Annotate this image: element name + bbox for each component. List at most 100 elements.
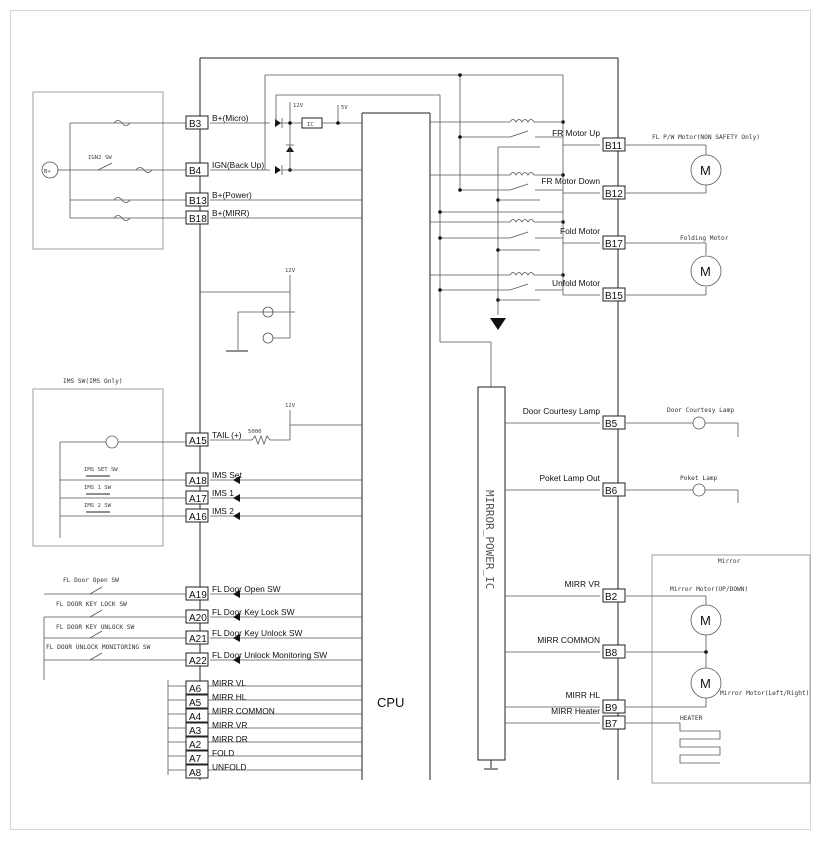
ims-sw-box-label: IMS SW(IMS Only) bbox=[63, 378, 123, 385]
pin-id: A2 bbox=[189, 740, 202, 751]
pin-label: MIRR COMMON bbox=[537, 635, 600, 645]
pin-id: A22 bbox=[189, 656, 207, 667]
mirror-motor-lr-label: Mirror Motor(Left/Right) bbox=[720, 690, 809, 697]
pin-id: B4 bbox=[189, 166, 202, 177]
ims-switch-box: IMS SW(IMS Only) IMS SET SW IMS 1 SW IMS… bbox=[32, 378, 186, 547]
pin-id: B2 bbox=[605, 592, 618, 603]
cpu-label: CPU bbox=[377, 695, 404, 710]
left-pin-a4: A4 MIRR COMMON bbox=[185, 706, 275, 723]
v12-label-mid: 12V bbox=[285, 268, 296, 274]
pin-id: B11 bbox=[605, 141, 622, 152]
pin-id: A20 bbox=[189, 613, 207, 624]
v5-label: 5V bbox=[341, 105, 348, 111]
pin-id: B18 bbox=[189, 214, 207, 225]
pin-label: MIRR VR bbox=[565, 579, 600, 589]
left-pin-a19: A19 FL Door Open SW bbox=[185, 584, 281, 601]
pin-label: MIRR HL bbox=[212, 692, 247, 702]
folding-motor-label: Folding Motor bbox=[680, 235, 729, 242]
pin-id: A21 bbox=[189, 634, 207, 645]
ic-box-label: IC bbox=[307, 122, 314, 128]
fuse-box: B+ IGN2 SW bbox=[32, 91, 186, 250]
pin-label: FOLD bbox=[212, 748, 234, 758]
right-pin-b8: B8 MIRR COMMON bbox=[537, 635, 626, 659]
mirror-motor-lr-symbol: M bbox=[700, 676, 711, 691]
pin-label: UNFOLD bbox=[212, 762, 246, 772]
folding-motor-symbol: M bbox=[700, 264, 711, 279]
pin-id: B15 bbox=[605, 291, 623, 302]
pin-id: A18 bbox=[189, 476, 207, 487]
left-pin-a16: A16 IMS 2 bbox=[185, 506, 234, 523]
pin-label: FL Door Key Lock SW bbox=[212, 607, 295, 617]
pin-id: A16 bbox=[189, 512, 207, 523]
pin-id: A4 bbox=[189, 712, 202, 723]
pin-label: FL Door Open SW bbox=[212, 584, 281, 594]
ims-set-sw-label: IMS SET SW bbox=[84, 467, 118, 473]
ims2-sw-label: IMS 2 SW bbox=[84, 503, 112, 509]
heater-label: HEATER bbox=[680, 715, 703, 722]
fl-door-key-unlock-sw-label: FL DOOR KEY UNLOCK SW bbox=[56, 624, 135, 631]
resistor-label: 5000 bbox=[248, 429, 261, 435]
pin-id: B17 bbox=[605, 239, 623, 250]
power-section: 12V 5V IC bbox=[264, 73, 565, 387]
left-pin-a3: A3 MIRR VR bbox=[185, 720, 247, 737]
right-feed-lines bbox=[505, 144, 600, 724]
left-pin-a18: A18 IMS Set bbox=[185, 470, 242, 487]
pin-label: Unfold Motor bbox=[552, 278, 600, 288]
fl-pw-motor-label: FL P/W Motor(NON SAFETY Only) bbox=[652, 134, 760, 141]
pin-id: B5 bbox=[605, 419, 618, 430]
pin-label: TAIL (+) bbox=[212, 430, 242, 440]
indicator-lamps: 12V bbox=[200, 268, 296, 352]
pin-label: MIRR DR bbox=[212, 734, 248, 744]
left-pin-a6: A6 MIRR VL bbox=[185, 678, 246, 695]
pin-label: Poket Lamp Out bbox=[539, 473, 600, 483]
right-pin-b5: B5 Door Courtesy Lamp bbox=[523, 406, 626, 430]
external-devices: FL P/W Motor(NON SAFETY Only) M Folding … bbox=[626, 134, 811, 784]
left-pin-a21: A21 FL Door Key Unlock SW bbox=[185, 628, 303, 645]
pin-id: A7 bbox=[189, 754, 202, 765]
left-pin-a8: A8 UNFOLD bbox=[185, 762, 246, 779]
pin-label: MIRR COMMON bbox=[212, 706, 275, 716]
v12-label-top: 12V bbox=[293, 103, 304, 109]
pin-label: IMS 1 bbox=[212, 488, 234, 498]
mirror-power-ic: MIRROR_POWER_IC bbox=[477, 386, 506, 770]
pin-label: MIRR VR bbox=[212, 720, 247, 730]
left-pin-a15: A15 TAIL (+) bbox=[185, 430, 242, 447]
pin-id: B6 bbox=[605, 486, 618, 497]
pin-id: A6 bbox=[189, 684, 202, 695]
pin-label: FR Motor Down bbox=[541, 176, 600, 186]
pin-id: A3 bbox=[189, 726, 202, 737]
door-courtesy-lamp-label: Door Courtesy Lamp bbox=[667, 407, 734, 414]
left-pin-b3: B3B+(Micro) bbox=[185, 113, 249, 130]
mirror-motor-ud-label: Mirror Motor(UP/DOWN) bbox=[670, 586, 748, 593]
pin-label: MIRR Heater bbox=[551, 706, 600, 716]
pin-id: A15 bbox=[189, 436, 207, 447]
ic-label: MIRROR_POWER_IC bbox=[483, 490, 496, 589]
right-pin-b15: B15 Unfold Motor bbox=[552, 278, 626, 302]
pin-label: IMS 2 bbox=[212, 506, 234, 516]
pin-id: A8 bbox=[189, 768, 202, 779]
ims1-sw-label: IMS 1 SW bbox=[84, 485, 112, 491]
pin-label: IMS Set bbox=[212, 470, 242, 480]
pin-label: Door Courtesy Lamp bbox=[523, 406, 601, 416]
pin-label: FL Door Key Unlock SW bbox=[212, 628, 303, 638]
left-pin-a20: A20 FL Door Key Lock SW bbox=[185, 607, 295, 624]
pin-id: B8 bbox=[605, 648, 618, 659]
mirror-box-label: Mirror bbox=[718, 558, 741, 565]
pin-label: MIRR VL bbox=[212, 678, 246, 688]
pin-id: A19 bbox=[189, 590, 207, 601]
pin-id: B3 bbox=[189, 119, 202, 130]
left-pin-a7: A7 FOLD bbox=[185, 748, 234, 765]
fl-door-open-sw-label: FL Door Open SW bbox=[63, 577, 119, 584]
